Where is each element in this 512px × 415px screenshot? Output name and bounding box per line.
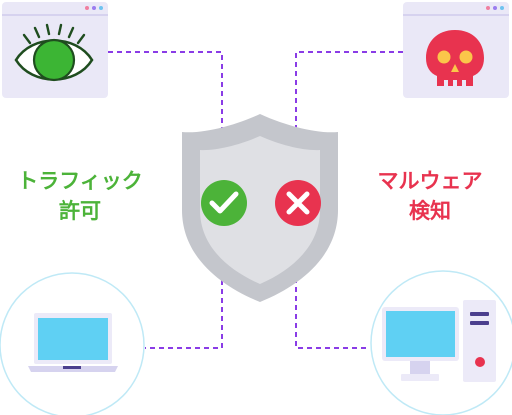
- laptop-icon: [28, 313, 118, 372]
- eye-window: [2, 2, 108, 98]
- traffic-allowed-line1: トラフィック: [17, 169, 143, 193]
- checkmark-icon: [201, 180, 247, 226]
- shield-icon: [182, 114, 338, 302]
- cross-icon: [275, 180, 321, 226]
- malware-detected-label: マルウェア 検知: [360, 166, 500, 226]
- desktop-node: [370, 270, 512, 415]
- malware-detected-line2: 検知: [409, 199, 451, 223]
- laptop-node: [0, 272, 145, 415]
- desktop-computer-icon: [382, 300, 496, 382]
- eye-icon: [14, 23, 94, 82]
- skull-window: [403, 2, 509, 98]
- skull-icon: [426, 30, 484, 86]
- traffic-allowed-line2: 許可: [59, 199, 101, 223]
- traffic-allowed-label: トラフィック 許可: [8, 166, 152, 226]
- malware-detected-line1: マルウェア: [377, 169, 483, 193]
- shield-inner: [200, 136, 320, 284]
